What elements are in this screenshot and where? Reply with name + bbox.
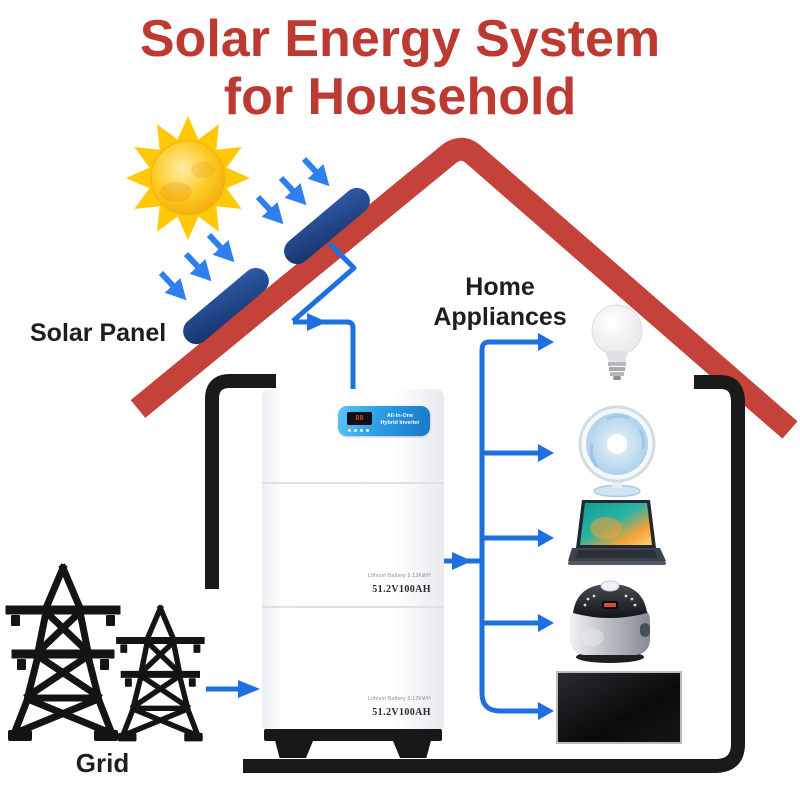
battery-module-1-subtext: Lithium Battery 5.12KWH: [367, 573, 431, 579]
solar-panel-lower: [183, 267, 269, 345]
title-line-1: Solar Energy System: [139, 10, 661, 68]
roof-line: [130, 137, 798, 439]
battery-unit: 88 All-In-One Hybrid Inverter Lithium Ba…: [262, 389, 444, 761]
distribution-line: [479, 339, 538, 714]
inverter-module: 88 All-In-One Hybrid Inverter: [262, 389, 444, 484]
battery-module-1-label: 51.2V100AH: [372, 584, 431, 595]
battery-module-2: Lithium Battery 5.12KWH 51.2V100AH: [262, 608, 444, 729]
pv-to-battery-line: [293, 319, 356, 389]
title-line-2: for Household: [223, 68, 577, 126]
page-title: Solar Energy System for Household: [0, 10, 800, 126]
solar-panel-label: Solar Panel: [30, 319, 167, 347]
display-text: All-In-One Hybrid Inverter: [380, 413, 420, 426]
inverter-display: 88 All-In-One Hybrid Inverter: [338, 406, 430, 436]
pv-connector-line: [291, 242, 357, 323]
battery-base: [262, 729, 444, 761]
tv-icon: [556, 671, 682, 744]
home-appliances-label: Home Appliances: [433, 273, 567, 331]
circuit-arrowheads: [238, 313, 554, 720]
transmission-tower-small: [118, 608, 203, 741]
lcd-screen: 88: [347, 412, 372, 425]
desk-fan-icon: [578, 405, 656, 498]
laptop-icon: [568, 500, 666, 565]
sun-icon: [126, 116, 250, 240]
sunray-arrows: [158, 156, 330, 301]
solar-panel-upper: [284, 187, 370, 265]
display-buttons: [348, 429, 369, 432]
grid-label: Grid: [75, 748, 130, 778]
right-wall-line: [243, 375, 745, 773]
transmission-tower-large: [8, 568, 118, 741]
battery-module-2-subtext: Lithium Battery 5.12KWH: [367, 696, 431, 702]
light-bulb-icon: [591, 304, 643, 380]
battery-module-2-label: 51.2V100AH: [372, 707, 431, 718]
left-wall-line: [205, 374, 276, 589]
battery-module-1: Lithium Battery 5.12KWH 51.2V100AH: [262, 484, 444, 608]
rice-cooker-icon: [570, 580, 650, 663]
